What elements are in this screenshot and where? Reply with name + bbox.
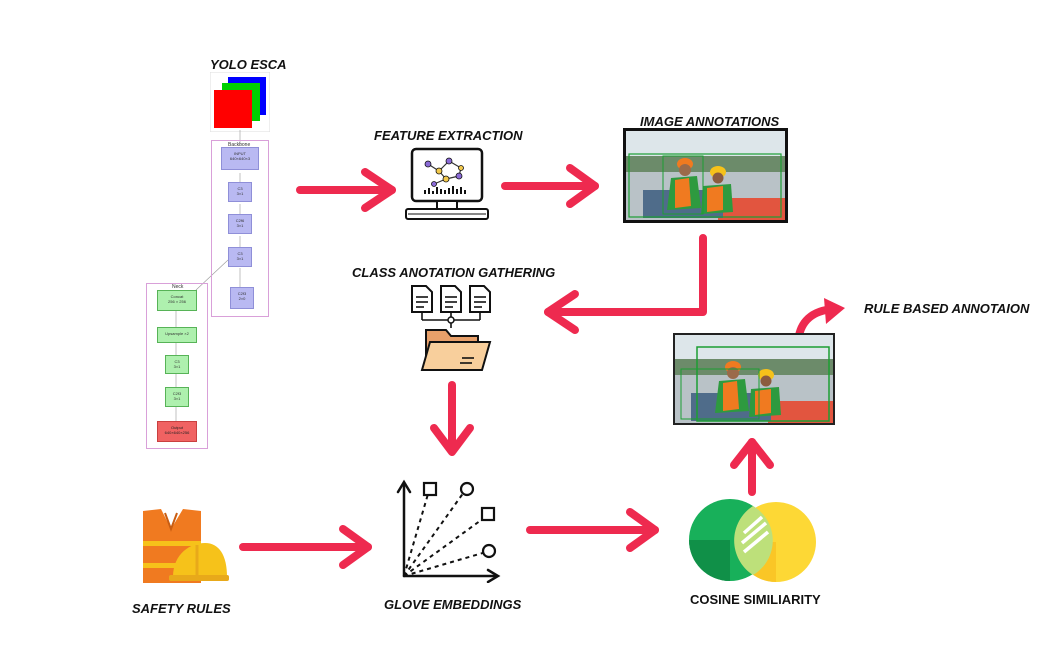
arrow-cosine-to-rule-image — [730, 438, 774, 496]
rule-annotated-image — [673, 333, 835, 425]
class-gathering-label: CLASS ANOTATION GATHERING — [352, 265, 556, 280]
yolo-logo-icon — [210, 72, 270, 132]
yolo-backbone-title: Backbone — [228, 142, 251, 148]
arrow-gathering-to-glove — [430, 381, 474, 456]
cosine-similarity-label: COSINE SIMILIARITY — [690, 592, 821, 607]
arrow-yolo-to-feature — [296, 168, 396, 212]
documents-folder-icon — [411, 285, 492, 371]
rule-based-label: RULE BASED ANNOTAION — [864, 301, 1030, 316]
glove-embeddings-label: GLOVE EMBEDDINGS — [384, 597, 522, 612]
arrow-glove-to-cosine — [526, 508, 659, 552]
scatter-plot-icon — [396, 479, 501, 583]
annotated-workers-image — [623, 128, 788, 223]
arrow-safety-to-glove — [239, 525, 372, 569]
yolo-title: YOLO ESCA — [210, 57, 287, 72]
image-annotations-label: IMAGE ANNOTATIONS — [640, 114, 780, 129]
yolo-neck-frame — [146, 283, 208, 449]
safety-vest-helmet-icon — [143, 509, 229, 583]
computer-graph-icon — [405, 147, 489, 220]
yolo-block-upsample: Upsample ×2 — [157, 327, 197, 343]
safety-rules-label: SAFETY RULES — [132, 601, 231, 616]
arrow-annotations-to-gathering — [544, 234, 707, 334]
yolo-connector-lines — [175, 130, 241, 421]
feature-extraction-label: FEATURE EXTRACTION — [374, 128, 523, 143]
yolo-neck-title: Neck — [172, 284, 184, 290]
arrow-feature-to-annotations — [501, 164, 599, 208]
yolo-backbone-frame — [211, 140, 269, 317]
venn-diagram-icon — [689, 499, 816, 582]
